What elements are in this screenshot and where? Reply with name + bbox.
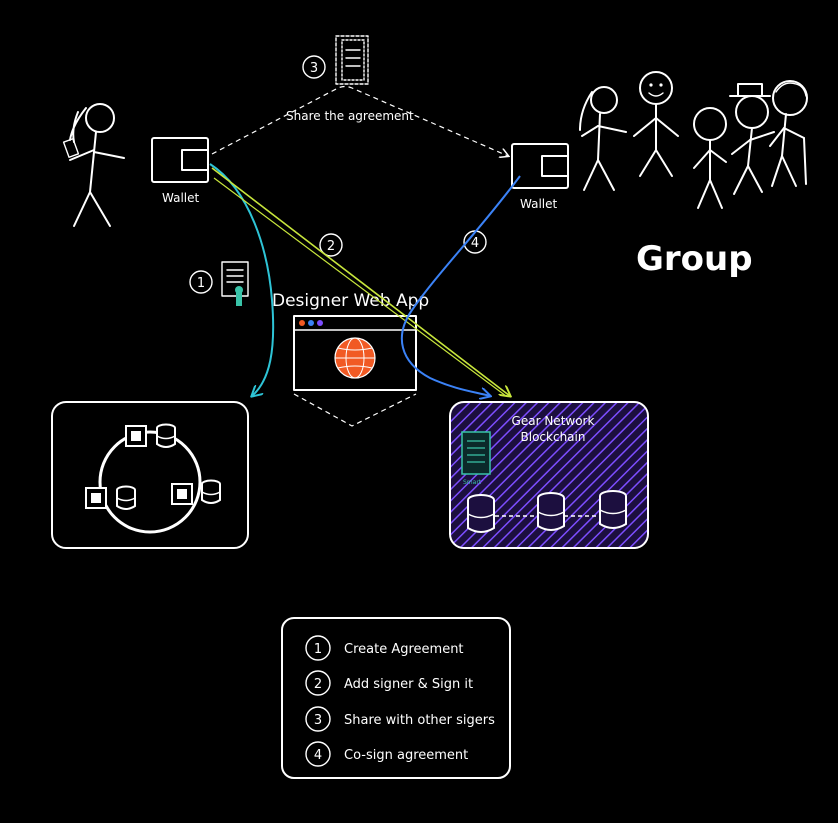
wallet-right-icon — [511, 143, 569, 189]
sign-arrow-secondary — [213, 177, 507, 397]
storage-node-top — [125, 423, 176, 448]
smart-label: Smart — [463, 479, 482, 486]
legend-text-3: Share with other sigers — [344, 713, 495, 728]
wallet-left-icon — [151, 137, 209, 183]
legend-number-3: 3 — [314, 713, 322, 728]
legend-number-2: 2 — [314, 677, 322, 692]
svg-text:2: 2 — [327, 239, 335, 254]
legend-item-4: 4 Co-sign agreement — [305, 741, 468, 767]
legend-text-4: Co-sign agreement — [344, 748, 468, 763]
app-dashed-link — [293, 393, 417, 427]
svg-text:3: 3 — [310, 61, 318, 76]
designer-web-app-label: Designer Web App — [272, 291, 429, 311]
step-1-marker: 1 — [189, 270, 213, 294]
legend-number-1: 1 — [314, 642, 322, 657]
legend-box: 1 Create Agreement 2 Add signer & Sign i… — [281, 617, 511, 779]
create-agreement-arrow — [209, 163, 275, 396]
signer-person-icon — [62, 103, 125, 227]
group-people-icon — [579, 71, 808, 209]
storage-network-box — [51, 401, 249, 549]
gear-network-label: Gear Network — [512, 414, 595, 428]
legend-item-3: 3 Share with other sigers — [305, 706, 495, 732]
svg-text:1: 1 — [197, 276, 205, 291]
gear-blockchain-box: Gear Network Blockchain Smart — [449, 401, 649, 549]
wallet-left-label: Wallet — [162, 191, 200, 205]
group-label: Group — [636, 239, 753, 279]
smart-contract-icon — [461, 431, 491, 475]
step-2-marker: 2 — [319, 233, 343, 257]
storage-node-right — [171, 479, 221, 505]
blockchain-node-3 — [599, 490, 627, 529]
blockchain-node-1 — [467, 494, 495, 533]
blockchain-node-2 — [537, 492, 565, 531]
share-agreement-label: Share the agreement — [286, 109, 414, 123]
shared-document-icon — [335, 35, 369, 85]
share-arrow — [211, 85, 508, 157]
blockchain-label: Blockchain — [521, 430, 586, 444]
legend-item-1: 1 Create Agreement — [305, 635, 464, 661]
step-3-marker: 3 — [302, 55, 326, 79]
cosign-arrow — [400, 175, 521, 396]
legend-item-2: 2 Add signer & Sign it — [305, 670, 473, 696]
globe-icon — [334, 337, 376, 379]
svg-text:4: 4 — [471, 236, 479, 251]
browser-window-icon — [293, 315, 417, 391]
storage-node-left — [85, 485, 136, 510]
legend-text-2: Add signer & Sign it — [344, 677, 473, 692]
wallet-right-label: Wallet — [520, 197, 558, 211]
legend-number-4: 4 — [314, 748, 322, 763]
legend-text-1: Create Agreement — [344, 642, 464, 657]
sign-arrow — [211, 167, 510, 396]
certificate-icon — [221, 261, 249, 306]
